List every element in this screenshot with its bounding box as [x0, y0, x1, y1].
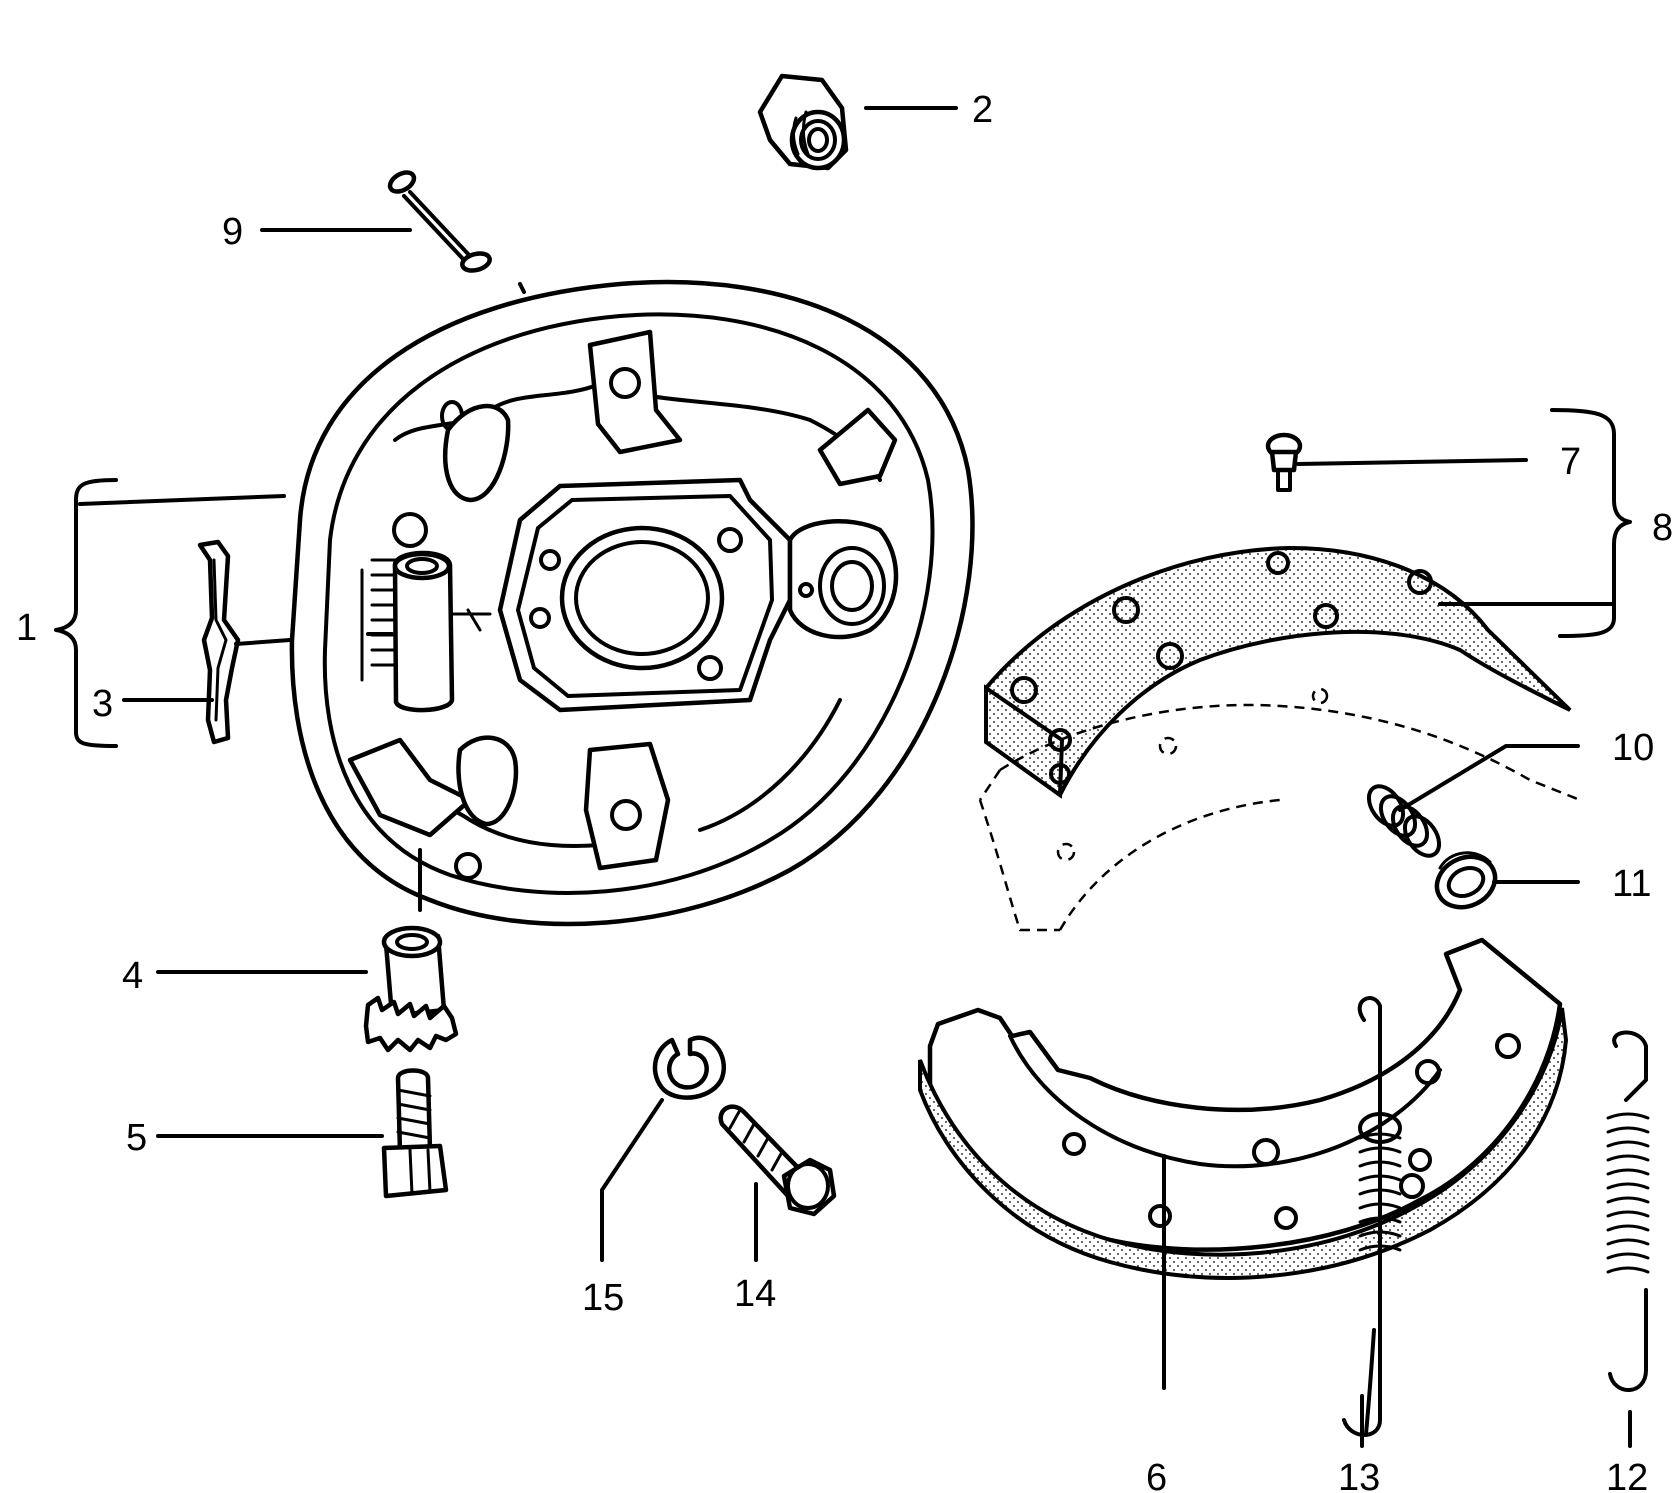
spring-coils-13 [1358, 1132, 1402, 1252]
brake-shoe-part [918, 937, 1569, 1280]
adjuster-clip-part [197, 539, 241, 745]
spring-part [1366, 784, 1442, 858]
callout-10: 10 [1612, 727, 1654, 769]
lining-screw-part [1265, 432, 1303, 492]
circlip-part [652, 1035, 726, 1100]
callout-7: 7 [1560, 441, 1581, 483]
adjuster-bolt-part [381, 1068, 449, 1199]
callout-4: 4 [122, 955, 143, 997]
callout-1: 1 [16, 607, 37, 649]
callout-12: 12 [1606, 1457, 1648, 1493]
hex-bolt-part [718, 1104, 837, 1217]
return-spring-12-part [1606, 1030, 1650, 1392]
hold-down-pin-part [387, 170, 492, 273]
callout-8: 8 [1652, 507, 1673, 549]
backing-plate-part [289, 279, 975, 927]
adjuster-wheel-part [363, 925, 459, 1053]
callout-9: 9 [222, 211, 243, 253]
spring-coils-12 [1606, 1112, 1650, 1274]
leader-lines [54, 106, 1632, 1448]
callout-5: 5 [126, 1117, 147, 1159]
brake-lining-part [978, 545, 1581, 932]
callout-14: 14 [734, 1273, 776, 1315]
return-spring-13-part [1342, 996, 1402, 1437]
callout-13: 13 [1338, 1457, 1380, 1493]
callout-11: 11 [1612, 863, 1651, 905]
callout-15: 15 [582, 1277, 624, 1319]
rubber-plug-part [757, 73, 849, 171]
callout-2: 2 [972, 89, 993, 131]
callout-3: 3 [92, 683, 113, 725]
spring-cup-part [1434, 851, 1498, 910]
callout-6: 6 [1146, 1457, 1167, 1493]
callout-labels: 2 9 1 3 4 5 7 8 10 11 15 14 6 13 12 [16, 89, 1673, 1493]
